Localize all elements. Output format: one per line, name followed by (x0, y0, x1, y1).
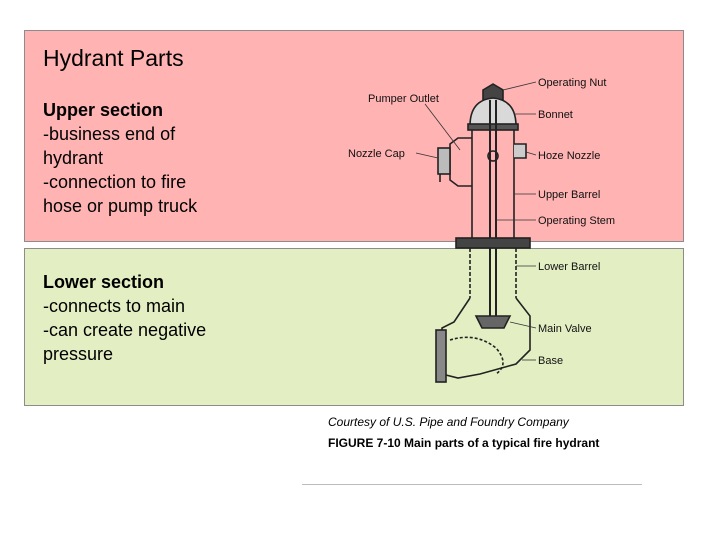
label-lower-barrel: Lower Barrel (538, 261, 600, 273)
label-upper-barrel: Upper Barrel (538, 189, 600, 201)
label-operating-stem: Operating Stem (538, 215, 615, 227)
label-nozzle-cap: Nozzle Cap (348, 148, 405, 160)
upper-section-panel (24, 30, 684, 242)
lower-line-1: -connects to main (43, 296, 186, 316)
caption-divider (302, 484, 642, 485)
lower-section-text: Lower section -connects to main -can cre… (43, 270, 303, 366)
label-bonnet: Bonnet (538, 109, 573, 121)
hydrant-diagram: Pumper Outlet Nozzle Cap Operating Nut B… (348, 78, 615, 383)
slide-title: Hydrant Parts (43, 45, 184, 71)
leader-lines (415, 81, 537, 361)
upper-section-text: Upper section -business end of hydrant -… (43, 98, 303, 218)
upper-line-2: hydrant (43, 148, 104, 168)
label-main-valve: Main Valve (538, 323, 592, 335)
label-operating-nut: Operating Nut (538, 78, 606, 89)
label-hoze-nozzle: Hoze Nozzle (538, 150, 600, 162)
part-labels: Pumper Outlet Nozzle Cap Operating Nut B… (348, 78, 615, 367)
upper-section-heading: Upper section (43, 100, 164, 120)
label-base: Base (538, 355, 563, 367)
upper-line-4: hose or pump truck (43, 196, 198, 216)
figure-credit: Courtesy of U.S. Pipe and Foundry Compan… (328, 415, 569, 429)
upper-line-3: -connection to fire (43, 172, 187, 192)
figure-caption: FIGURE 7-10 Main parts of a typical fire… (328, 436, 600, 450)
label-pumper-outlet: Pumper Outlet (368, 93, 439, 105)
lower-section-panel (24, 248, 684, 406)
lower-line-3: pressure (43, 344, 114, 364)
hydrant-drawing (435, 83, 531, 383)
lower-line-2: -can create negative (43, 320, 207, 340)
lower-section-heading: Lower section (43, 272, 165, 292)
upper-line-1: -business end of (43, 124, 176, 144)
